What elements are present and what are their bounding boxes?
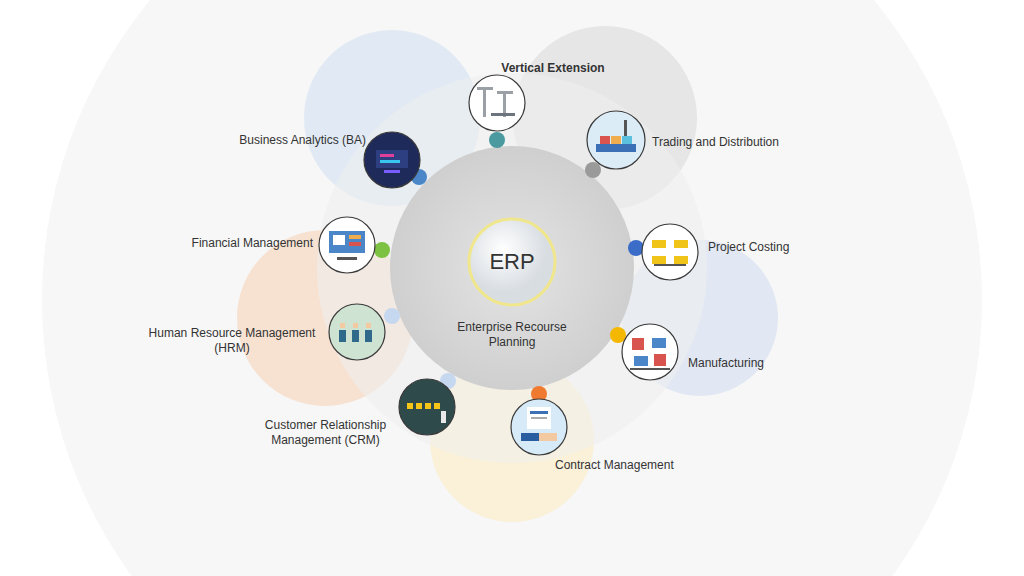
icon-part [654,354,666,366]
module-label: Vertical Extension [501,61,604,76]
icon-part [611,136,621,144]
icon-part [652,256,666,264]
icon-part [376,150,408,168]
connector-dot [374,242,390,258]
module-label: Business Analytics (BA) [239,133,366,148]
middle-ring [317,73,707,463]
icon-part [349,242,361,246]
icon-part [483,87,486,117]
connector-dot [489,132,505,148]
icon-part [340,323,345,328]
icon-part [497,91,513,94]
icon-part [353,323,358,328]
node-outline [399,379,455,435]
icon-part [365,330,372,342]
connector-dot [610,327,626,343]
hub-subtitle: Enterprise Recourse Planning [447,320,577,350]
erp-core-circle: ERP [467,217,557,307]
icon-part [416,403,422,409]
node-outline [364,132,420,188]
icon-part [632,338,644,350]
icon-part [539,433,557,441]
icon-part [425,403,431,409]
icon-part [531,417,547,419]
module-label: Manufacturing [688,356,764,371]
module-label: Customer Relationship Management (CRM) [258,418,393,448]
erp-hub-circle: Enterprise Recourse Planning ERP [390,146,634,390]
icon-part [434,403,440,409]
icon-part [384,170,400,173]
icon-part [596,144,636,152]
icon-part [652,240,666,248]
icon-part [349,235,361,239]
module-node: Trading and Distribution [587,111,645,169]
node-outline [587,111,645,169]
module-node: Project Costing [642,224,698,280]
module-label: Project Costing [708,240,789,255]
icon-circle [364,132,420,188]
connector-dot [384,308,400,324]
core-circle [469,219,555,305]
icon-part [352,330,359,342]
module-node: Financial Management [319,217,375,273]
connector-dot [585,162,601,178]
node-outline [469,75,525,131]
icon-part [527,407,551,429]
outer-circle [42,0,982,576]
icon-part [630,368,670,370]
icon-part [477,87,493,90]
module-label: Financial Management [192,236,313,251]
icon-part [407,403,413,409]
icon-circle [587,111,645,169]
icon-part [329,231,365,253]
icon-part [339,330,346,342]
icon-part [674,256,688,264]
icon-circle [319,217,375,273]
icon-part [674,240,688,248]
icon-part [380,160,400,163]
module-node: Business Analytics (BA) [364,132,420,188]
module-label: Human Resource Management (HRM) [142,326,322,356]
module-node: Vertical Extension [469,75,525,131]
icon-circle [642,224,698,280]
icon-circle [622,324,678,380]
icon-part [530,411,548,414]
icon-part [441,411,446,423]
module-label: Contract Management [555,458,674,473]
icon-part [337,257,357,260]
module-node: Human Resource Management (HRM) [329,304,385,360]
icon-part [366,323,371,328]
icon-part [491,113,515,116]
icon-part [600,136,610,144]
icon-part [654,264,686,266]
module-node: Contract Management [511,399,567,455]
node-outline [511,399,567,455]
icon-circle [329,304,385,360]
icon-part [380,154,394,157]
icon-part [652,338,666,348]
module-label: Trading and Distribution [652,135,779,150]
node-outline [622,324,678,380]
node-outline [642,224,698,280]
node-outline [329,304,385,360]
icon-circle [511,399,567,455]
icon-part [624,120,627,136]
module-node: Manufacturing [622,324,678,380]
hub-title: ERP [489,249,534,275]
hub-circle [390,146,634,390]
icon-circle [469,75,525,131]
icon-circle [399,379,455,435]
icon-part [622,136,632,144]
node-outline [319,217,375,273]
icon-part [333,235,345,245]
icon-part [634,356,648,366]
module-node: Customer Relationship Management (CRM) [399,379,455,435]
icon-part [521,433,539,441]
